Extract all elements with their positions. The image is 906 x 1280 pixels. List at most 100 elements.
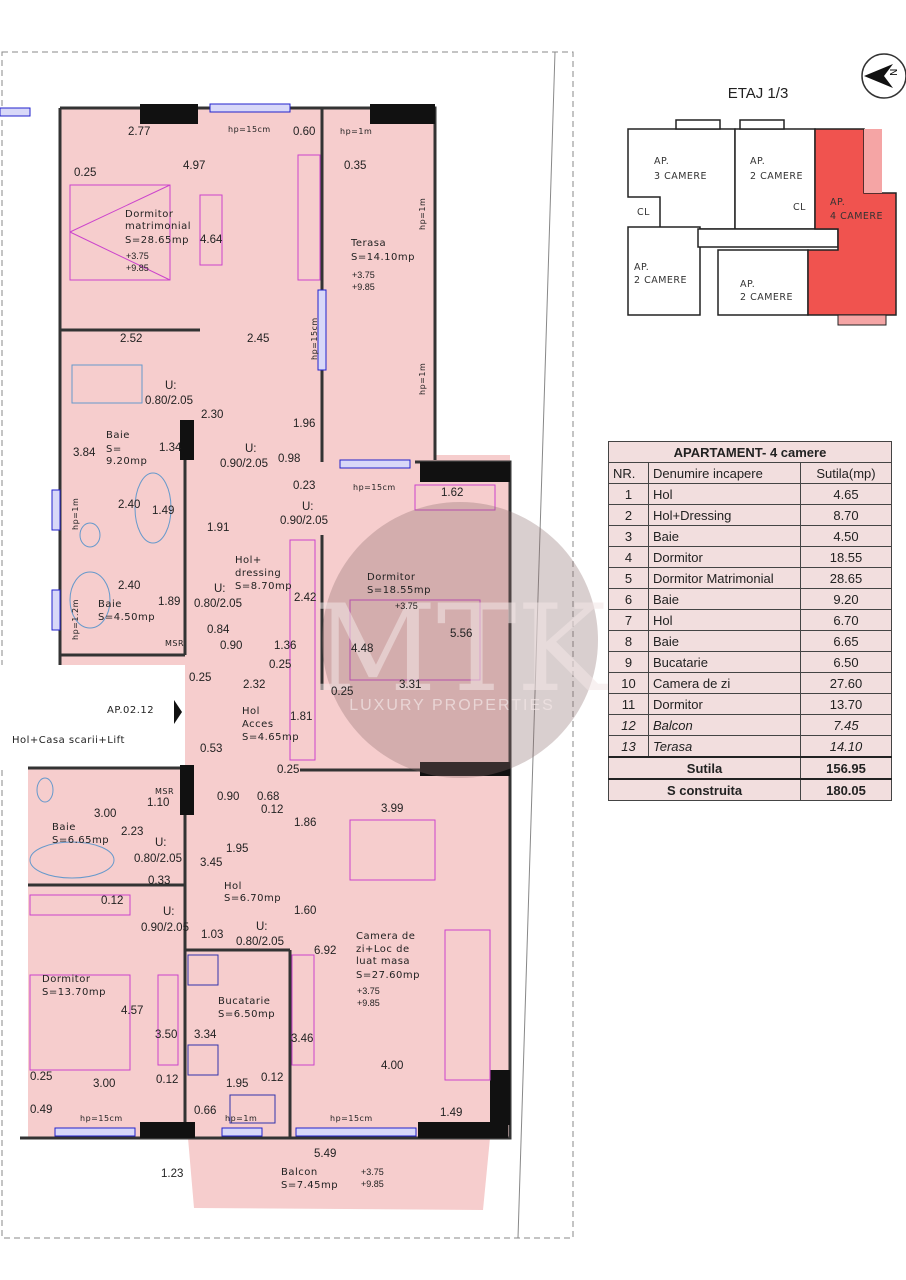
svg-text:4.64: 4.64 — [200, 234, 223, 246]
svg-text:0.25: 0.25 — [189, 672, 211, 684]
dimension-labels: 2.77 hp=15cm 0.60 hp=1m 4.97 0.25 0.35 4… — [30, 125, 472, 1180]
svg-text:0.53: 0.53 — [200, 743, 222, 755]
svg-text:0.49: 0.49 — [30, 1104, 52, 1116]
svg-text:Hol: Hol — [224, 881, 242, 892]
svg-text:U:: U: — [165, 380, 177, 392]
svg-text:hp=1m: hp=1m — [418, 363, 427, 395]
svg-text:0.90/2.05: 0.90/2.05 — [220, 458, 268, 470]
svg-text:U:: U: — [163, 906, 175, 918]
svg-text:dressing: dressing — [235, 568, 281, 579]
svg-text:2.23: 2.23 — [121, 826, 143, 838]
svg-text:+3.75: +3.75 — [352, 270, 375, 280]
svg-text:Baie: Baie — [52, 822, 76, 833]
svg-text:1.60: 1.60 — [294, 905, 316, 917]
room-name: Baie — [648, 525, 801, 547]
svg-text:0.68: 0.68 — [257, 791, 279, 803]
room-area: 8.70 — [800, 504, 892, 526]
svg-text:Baie: Baie — [106, 430, 130, 441]
column-header: NR. — [608, 462, 649, 484]
svg-text:S=: S= — [106, 444, 122, 455]
svg-text:Dormitor: Dormitor — [42, 974, 91, 985]
room-name: Balcon — [648, 714, 801, 736]
svg-text:0.80/2.05: 0.80/2.05 — [134, 853, 182, 865]
svg-text:3.46: 3.46 — [291, 1033, 313, 1045]
svg-text:hp=1m: hp=1m — [418, 198, 427, 230]
svg-text:0.23: 0.23 — [293, 480, 315, 492]
svg-text:AP.02.12: AP.02.12 — [107, 705, 154, 716]
svg-text:S=6.70mp: S=6.70mp — [224, 893, 281, 904]
room-name: Baie — [648, 588, 801, 610]
svg-text:AP.: AP. — [654, 156, 669, 167]
svg-text:0.25: 0.25 — [30, 1071, 52, 1083]
row-number: 2 — [608, 504, 649, 526]
svg-text:hp=15cm: hp=15cm — [353, 483, 396, 492]
svg-text:3.99: 3.99 — [381, 803, 403, 815]
svg-text:0.90/2.05: 0.90/2.05 — [141, 922, 189, 934]
svg-text:3 CAMERE: 3 CAMERE — [654, 171, 707, 182]
room-name: Dormitor — [648, 546, 801, 568]
svg-text:U:: U: — [155, 837, 167, 849]
svg-text:1.89: 1.89 — [158, 596, 180, 608]
svg-text:3.45: 3.45 — [200, 857, 222, 869]
svg-text:hp=1.2m: hp=1.2m — [71, 599, 80, 640]
svg-text:0.98: 0.98 — [278, 453, 300, 465]
svg-text:S=6.50mp: S=6.50mp — [218, 1009, 275, 1020]
room-name: Hol — [648, 609, 801, 631]
svg-text:1.10: 1.10 — [147, 797, 169, 809]
room-name: Terasa — [648, 735, 801, 758]
svg-text:+3.75: +3.75 — [126, 251, 149, 261]
svg-text:Hol+Casa scarii+Lift: Hol+Casa scarii+Lift — [12, 735, 125, 746]
row-number: 9 — [608, 651, 649, 673]
svg-text:S=27.60mp: S=27.60mp — [356, 970, 420, 981]
svg-text:3.31: 3.31 — [399, 679, 421, 691]
room-name: Dormitor Matrimonial — [648, 567, 801, 589]
svg-text:Balcon: Balcon — [281, 1167, 318, 1178]
svg-text:0.90: 0.90 — [217, 791, 239, 803]
svg-text:CL: CL — [793, 202, 806, 213]
furniture — [29, 154, 496, 1081]
room-area: 13.70 — [800, 693, 892, 715]
key-plan: N ETAJ 1/3 AP. 3 CAMERE AP. 2 CAMERE AP.… — [627, 53, 906, 326]
svg-text:CL: CL — [637, 207, 650, 218]
room-name: Dormitor — [648, 693, 801, 715]
svg-text:S=4.50mp: S=4.50mp — [98, 612, 155, 623]
svg-text:Bucatarie: Bucatarie — [218, 996, 270, 1007]
svg-text:S=18.55mp: S=18.55mp — [367, 585, 431, 596]
room-area: 6.50 — [800, 651, 892, 673]
room-area: 9.20 — [800, 588, 892, 610]
row-number: 5 — [608, 567, 649, 589]
total-label: Sutila — [608, 756, 801, 780]
row-number: 1 — [608, 483, 649, 505]
svg-text:AP.: AP. — [740, 279, 755, 290]
svg-text:1.49: 1.49 — [440, 1107, 462, 1119]
svg-text:luat masa: luat masa — [356, 956, 410, 967]
svg-text:4.97: 4.97 — [183, 160, 205, 172]
svg-text:5.49: 5.49 — [314, 1148, 336, 1160]
svg-text:MSR: MSR — [155, 787, 174, 796]
svg-text:4.57: 4.57 — [121, 1005, 143, 1017]
door-labels: U: U: U: U: U: U: U: — [155, 380, 314, 933]
svg-text:1.49: 1.49 — [152, 505, 174, 517]
stair-hall — [0, 665, 185, 768]
svg-text:0.60: 0.60 — [293, 126, 315, 138]
room-labels: Dormitor matrimonial S=28.65mp +3.75 +9.… — [12, 209, 431, 1191]
svg-text:matrimonial: matrimonial — [125, 221, 191, 232]
svg-text:S=7.45mp: S=7.45mp — [281, 1180, 338, 1191]
svg-text:3.00: 3.00 — [93, 1078, 115, 1090]
row-number: 6 — [608, 588, 649, 610]
row-number: 7 — [608, 609, 649, 631]
svg-text:hp=1m: hp=1m — [340, 127, 372, 136]
svg-text:4.00: 4.00 — [381, 1060, 403, 1072]
svg-text:0.25: 0.25 — [277, 764, 299, 776]
svg-text:S=14.10mp: S=14.10mp — [351, 252, 415, 263]
svg-text:Dormitor: Dormitor — [125, 209, 174, 220]
svg-text:0.90: 0.90 — [220, 640, 242, 652]
